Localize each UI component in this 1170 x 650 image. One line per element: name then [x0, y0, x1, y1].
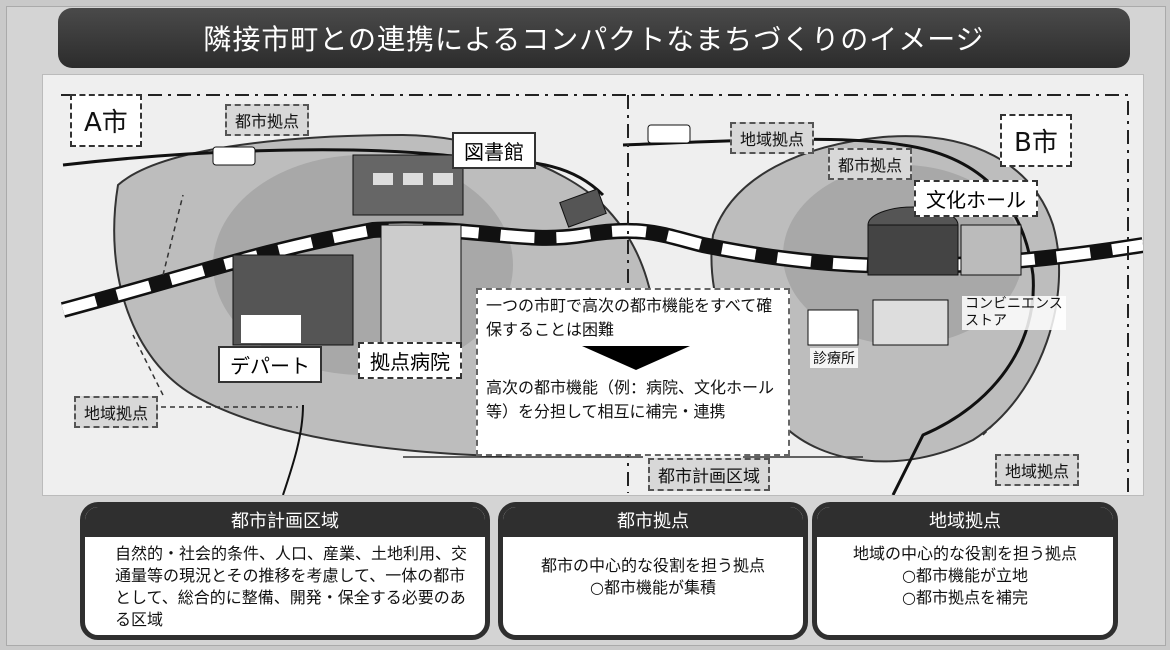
road-left — [282, 404, 304, 496]
chiiki-kyoten-tag-a: 地域拠点 — [74, 396, 159, 428]
clinic-label: 診療所 — [810, 348, 858, 368]
arrow-chiiki-b — [982, 414, 1004, 436]
card-toshi-line2: ○都市機能が集積 — [590, 578, 716, 597]
convenience-store-label: コンビニエンス ストア — [962, 296, 1066, 330]
center-text-difficulty: 一つの市町で高次の都市機能をすべて確保することは困難 — [486, 296, 773, 339]
city-a-label: A市 — [70, 94, 142, 147]
culture-hall-label: 文化ホール — [914, 180, 1038, 217]
card-toshi-kyoten: 都市拠点 都市の中心的な役割を担う拠点 ○都市機能が集積 — [498, 502, 808, 640]
card-chiiki-line3: ○都市拠点を補完 — [902, 588, 1028, 607]
card-toshi-head: 都市拠点 — [503, 507, 803, 537]
toshi-kyoten-tag-a: 都市拠点 — [225, 104, 310, 136]
center-explanation-box: 一つの市町で高次の都市機能をすべて確保することは困難 高次の都市機能（例：病院、… — [476, 288, 790, 456]
card-toshi-line1: 都市の中心的な役割を担う拠点 — [540, 556, 765, 575]
card-keikaku-body: 自然的・社会的条件、人口、産業、土地利用、交通量等の現況とその推移を考慮して、一… — [115, 544, 468, 629]
clinic-building — [807, 309, 859, 346]
convenience-store-building — [872, 299, 949, 346]
page-title: 隣接市町との連携によるコンパクトなまちづくりのイメージ — [58, 8, 1130, 68]
library-label: 図書館 — [452, 132, 536, 169]
arrow-to-core-a2 — [132, 334, 164, 396]
chiiki-kyoten-tag-b-bottom: 地域拠点 — [995, 454, 1080, 486]
toshi-kyoten-tag-b: 都市拠点 — [828, 148, 913, 180]
card-chiiki-line1: 地域の中心的な役割を担う拠点 — [852, 544, 1077, 563]
hospital-building — [380, 224, 462, 346]
planning-boundary — [61, 94, 1129, 493]
department-store-label: デパート — [218, 346, 322, 383]
bus-icon-a — [212, 146, 256, 166]
tram-car — [559, 188, 607, 228]
card-toshi-keikaku-kuiki: 都市計画区域 自然的・社会的条件、人口、産業、土地利用、交通量等の現況とその推移… — [80, 502, 490, 640]
city-b-label: B市 — [1000, 114, 1072, 167]
card-keikaku-head: 都市計画区域 — [85, 507, 485, 537]
card-chiiki-head: 地域拠点 — [817, 507, 1113, 537]
chiiki-kyoten-tag-b-top: 地域拠点 — [730, 122, 815, 154]
center-text-cooperation: 高次の都市機能（例：病院、文化ホール等）を分担して相互に補完・連携 — [486, 378, 775, 421]
down-arrow-icon — [582, 346, 690, 370]
arrow-to-core-a — [162, 194, 184, 276]
card-chiiki-kyoten: 地域拠点 地域の中心的な役割を担う拠点 ○都市機能が立地 ○都市拠点を補完 — [812, 502, 1118, 640]
card-chiiki-line2: ○都市機能が立地 — [902, 566, 1028, 585]
bus-icon-b — [647, 124, 691, 144]
hospital-label: 拠点病院 — [358, 342, 462, 379]
toshi-keikaku-kuiki-tag: 都市計画区域 — [648, 458, 770, 491]
railway-inner — [61, 223, 1144, 316]
